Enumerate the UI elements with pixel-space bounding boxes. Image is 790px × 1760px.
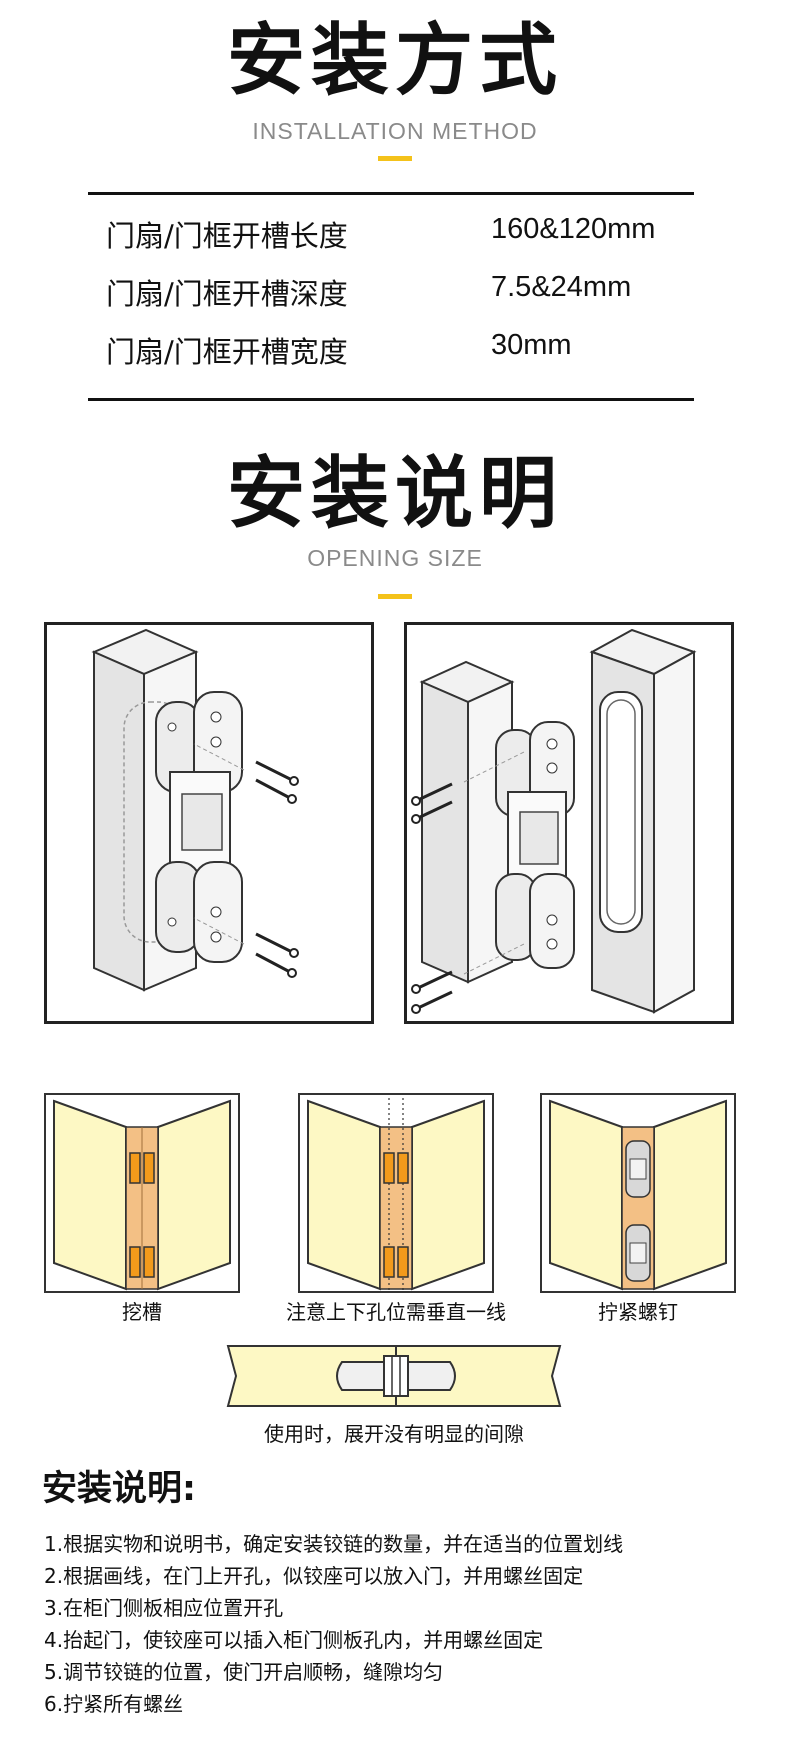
spec-top-rule bbox=[88, 192, 694, 195]
diagram-tighten-screws bbox=[540, 1093, 736, 1293]
step-item: 2.根据画线，在门上开孔，似铰座可以放入门，并用螺丝固定 bbox=[44, 1564, 584, 1588]
spec-value: 7.5&24mm bbox=[491, 271, 632, 303]
diagram-slotting bbox=[44, 1093, 240, 1293]
spec-label: 门扇/门框开槽深度 bbox=[106, 277, 348, 311]
caption-slotting: 挖槽 bbox=[122, 1300, 162, 1324]
caption-hole-alignment: 注意上下孔位需垂直一线 bbox=[286, 1300, 506, 1324]
spec-value: 30mm bbox=[491, 329, 572, 361]
illustration-hinge-on-door bbox=[44, 622, 374, 1024]
accent-bar bbox=[378, 594, 412, 599]
caption-tighten-screws: 拧紧螺钉 bbox=[598, 1300, 678, 1324]
spec-label: 门扇/门框开槽长度 bbox=[106, 219, 348, 253]
section-subtitle-installation-method: INSTALLATION METHOD bbox=[252, 118, 538, 144]
section-title-installation-method: 安装方式 bbox=[226, 16, 563, 106]
step-item: 1.根据实物和说明书，确定安装铰链的数量，并在适当的位置划线 bbox=[44, 1532, 624, 1556]
step-item: 3.在柜门侧板相应位置开孔 bbox=[44, 1596, 284, 1620]
spec-value: 160&120mm bbox=[491, 213, 656, 245]
section-title-installation-instructions: 安装说明 bbox=[226, 449, 563, 539]
accent-bar bbox=[378, 156, 412, 161]
section-subtitle-opening-size: OPENING SIZE bbox=[307, 545, 483, 571]
spec-row-length: 门扇/门框开槽长度 160&120mm bbox=[106, 213, 686, 253]
caption-flat-open: 使用时，展开没有明显的间隙 bbox=[264, 1422, 524, 1446]
step-item: 6.拧紧所有螺丝 bbox=[44, 1692, 184, 1716]
steps-title: 安装说明: bbox=[42, 1469, 196, 1509]
spec-label: 门扇/门框开槽宽度 bbox=[106, 335, 348, 369]
spec-row-width: 门扇/门框开槽宽度 30mm bbox=[106, 329, 686, 369]
step-item: 5.调节铰链的位置，使门开启顺畅，缝隙均匀 bbox=[44, 1660, 444, 1684]
spec-bottom-rule bbox=[88, 398, 694, 401]
spec-row-depth: 门扇/门框开槽深度 7.5&24mm bbox=[106, 271, 686, 311]
diagram-flat-open bbox=[224, 1342, 564, 1410]
diagram-hole-alignment bbox=[298, 1093, 494, 1293]
illustration-hinge-door-and-frame bbox=[404, 622, 734, 1024]
step-item: 4.抬起门，使铰座可以插入柜门侧板孔内，并用螺丝固定 bbox=[44, 1628, 544, 1652]
